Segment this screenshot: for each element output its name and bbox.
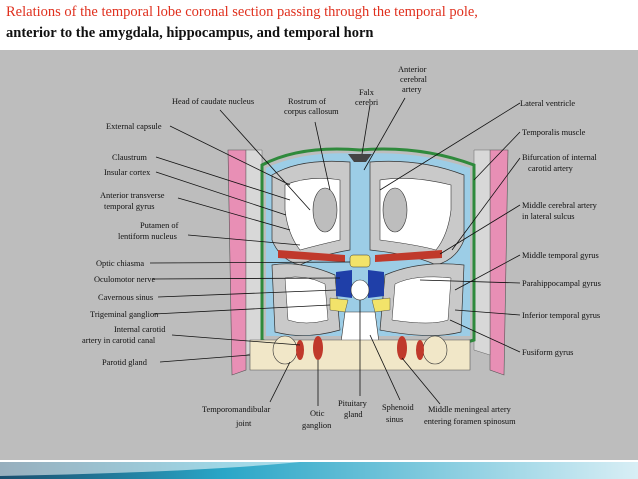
label-rostrum-1: Rostrum of bbox=[288, 97, 326, 106]
label-sphenoid-1: Sphenoid bbox=[382, 403, 414, 412]
right-cavernous bbox=[368, 270, 384, 298]
label-ant-transverse-1: Anterior transverse bbox=[100, 191, 165, 200]
label-otic-2: ganglion bbox=[302, 421, 332, 430]
anatomy-illustration bbox=[227, 147, 509, 376]
left-trigeminal bbox=[329, 297, 349, 313]
pituitary-shape bbox=[350, 279, 370, 301]
label-parahippocampal: Parahippocampal gyrus bbox=[522, 279, 601, 288]
label-optic-chiasma: Optic chiasma bbox=[96, 259, 144, 268]
left-artery-band bbox=[278, 250, 345, 262]
right-temporalis bbox=[473, 149, 491, 356]
label-int-carotid-2: artery in carotid canal bbox=[82, 336, 156, 345]
label-mid-meningeal-2: entering foramen spinosum bbox=[424, 417, 516, 426]
left-temporalis bbox=[245, 149, 263, 356]
label-ant-cer-3: artery bbox=[402, 85, 422, 94]
label-inf-temporal: Inferior temporal gyrus bbox=[522, 311, 600, 320]
left-cavernous bbox=[336, 270, 352, 298]
label-fusiform: Fusiform gyrus bbox=[522, 348, 573, 357]
left-caudate bbox=[312, 187, 338, 233]
labels: Head of caudate nucleus Rostrum of corpu… bbox=[82, 65, 601, 430]
right-otic bbox=[397, 336, 407, 360]
slide-title-line1: Relations of the temporal lobe coronal s… bbox=[6, 4, 478, 20]
label-bifurcation-2: carotid artery bbox=[528, 164, 574, 173]
right-trigeminal bbox=[371, 297, 391, 313]
falx-marker bbox=[348, 154, 372, 162]
accent-bar-swoosh bbox=[0, 462, 300, 476]
label-mid-temporal: Middle temporal gyrus bbox=[522, 251, 599, 260]
left-otic bbox=[313, 336, 323, 360]
coronal-section-figure: Head of caudate nucleus Rostrum of corpu… bbox=[0, 50, 638, 460]
right-caudate bbox=[382, 187, 408, 233]
label-bifurcation-1: Bifurcation of internal bbox=[522, 153, 598, 162]
label-sphenoid-2: sinus bbox=[386, 415, 403, 424]
right-temporal-white bbox=[391, 276, 452, 324]
label-falx-2: cerebri bbox=[355, 98, 379, 107]
label-external-capsule: External capsule bbox=[106, 122, 162, 131]
left-temporal-white bbox=[284, 276, 329, 324]
right-artery-band bbox=[375, 250, 442, 262]
label-oculomotor: Oculomotor nerve bbox=[94, 275, 155, 284]
label-tmj-2: joint bbox=[235, 419, 252, 428]
label-int-carotid-1: Internal carotid bbox=[114, 325, 166, 334]
label-tmj-1: Temporomandibular bbox=[202, 405, 270, 414]
leader-lines bbox=[149, 97, 521, 406]
right-tmj bbox=[422, 335, 448, 365]
label-pituitary-2: gland bbox=[344, 410, 363, 419]
optic-chiasma-shape bbox=[349, 254, 371, 268]
label-ant-transverse-2: temporal gyrus bbox=[104, 202, 154, 211]
left-tmj bbox=[272, 335, 298, 365]
label-falx-1: Falx bbox=[359, 88, 375, 97]
label-ant-cer-1: Anterior bbox=[398, 65, 427, 74]
right-parotid-art bbox=[416, 340, 424, 360]
label-rostrum-2: corpus callosum bbox=[284, 107, 339, 116]
label-ant-cer-2: cerebral bbox=[400, 75, 428, 84]
label-trigeminal: Trigeminal ganglion bbox=[90, 310, 159, 319]
label-claustrum: Claustrum bbox=[112, 153, 147, 162]
label-lateral-ventricle: Lateral ventricle bbox=[520, 99, 575, 108]
label-putamen-2: lentiform nucleus bbox=[118, 232, 177, 241]
midline-artery bbox=[354, 162, 366, 202]
label-putamen-1: Putamen of bbox=[140, 221, 179, 230]
bottom-accent-bar bbox=[0, 460, 638, 479]
label-insular-cortex: Insular cortex bbox=[104, 168, 151, 177]
label-parotid: Parotid gland bbox=[102, 358, 148, 367]
label-pituitary-1: Pituitary bbox=[338, 399, 368, 408]
label-cavernous: Cavernous sinus bbox=[98, 293, 153, 302]
slide-title-line2: anterior to the amygdala, hippocampus, a… bbox=[6, 25, 374, 41]
label-mca-1: Middle cerebral artery bbox=[522, 201, 598, 210]
label-mca-2: in lateral sulcus bbox=[522, 212, 575, 221]
label-temporalis: Temporalis muscle bbox=[522, 128, 586, 137]
left-parotid-art bbox=[296, 340, 304, 360]
label-otic-1: Otic bbox=[310, 409, 325, 418]
label-mid-meningeal-1: Middle meningeal artery bbox=[428, 405, 512, 414]
anatomy-diagram: Head of caudate nucleus Rostrum of corpu… bbox=[82, 65, 601, 430]
label-head-caudate: Head of caudate nucleus bbox=[172, 97, 254, 106]
